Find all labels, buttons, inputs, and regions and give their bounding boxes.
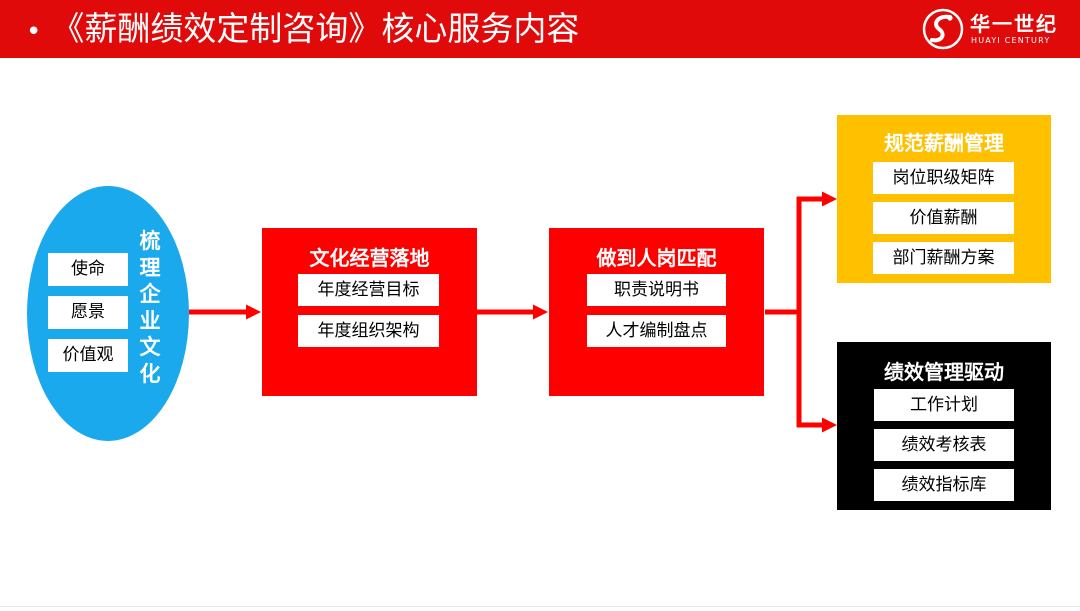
salary-item-rank-matrix: 岗位职级矩阵 bbox=[873, 162, 1014, 194]
culture-item-vision: 愿景 bbox=[48, 296, 128, 329]
salary-title: 规范薪酬管理 bbox=[884, 131, 1004, 155]
salary-item-dept-plan: 部门薪酬方案 bbox=[873, 242, 1014, 274]
culture-item-values: 价值观 bbox=[48, 339, 128, 372]
operation-box: 文化经营落地 年度经营目标 年度组织架构 bbox=[262, 228, 477, 396]
dragon-logo-icon bbox=[922, 8, 964, 50]
operation-item-org-structure: 年度组织架构 bbox=[298, 315, 439, 347]
culture-item-mission: 使命 bbox=[48, 253, 128, 286]
matching-box: 做到人岗匹配 职责说明书 人才编制盘点 bbox=[549, 228, 764, 396]
operation-title: 文化经营落地 bbox=[309, 246, 430, 270]
matching-item-talent-inventory: 人才编制盘点 bbox=[587, 315, 726, 347]
performance-item-appraisal-form: 绩效考核表 bbox=[874, 429, 1014, 461]
page-title: • 《薪酬绩效定制咨询》核心服务内容 bbox=[26, 6, 579, 55]
logo-chinese-text: 华一世纪 bbox=[970, 12, 1058, 36]
performance-item-kpi-library: 绩效指标库 bbox=[874, 469, 1014, 501]
title-bullet: • bbox=[26, 17, 42, 47]
page-title-text: 《薪酬绩效定制咨询》核心服务内容 bbox=[51, 9, 580, 48]
performance-title: 绩效管理驱动 bbox=[884, 360, 1004, 384]
company-logo: 华一世纪 HUAYI CENTURY bbox=[922, 6, 1072, 52]
performance-box: 绩效管理驱动 工作计划 绩效考核表 绩效指标库 bbox=[837, 342, 1051, 510]
performance-item-work-plan: 工作计划 bbox=[874, 389, 1014, 421]
logo-english-text: HUAYI CENTURY bbox=[971, 36, 1051, 45]
footer-divider bbox=[0, 606, 1080, 607]
culture-title: 梳理企业文化 bbox=[139, 229, 161, 386]
header-bar: • 《薪酬绩效定制咨询》核心服务内容 华一世纪 HUAYI CENTURY bbox=[0, 0, 1080, 58]
operation-item-annual-goal: 年度经营目标 bbox=[298, 274, 439, 306]
matching-title: 做到人岗匹配 bbox=[596, 246, 717, 270]
matching-item-job-description: 职责说明书 bbox=[587, 274, 726, 306]
salary-box: 规范薪酬管理 岗位职级矩阵 价值薪酬 部门薪酬方案 bbox=[837, 115, 1051, 283]
salary-item-value-pay: 价值薪酬 bbox=[873, 202, 1014, 234]
